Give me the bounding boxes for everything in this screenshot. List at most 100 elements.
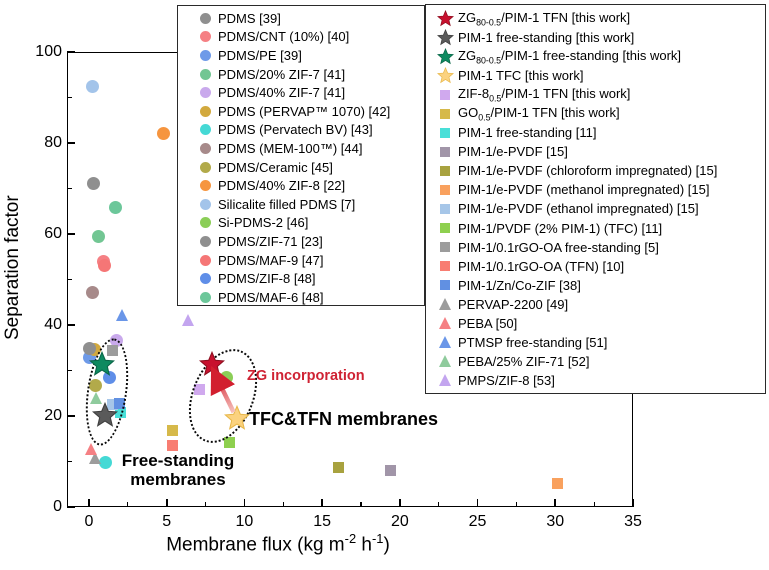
triangle-marker-icon	[432, 298, 458, 311]
circle-marker-icon	[192, 161, 218, 173]
legend-item: PIM-1 TFC [this work]	[426, 66, 765, 85]
legend-item-label: PDMS/PE [39]	[218, 47, 302, 63]
legend-item: PDMS/PE [39]	[178, 46, 424, 65]
legend-item: PDMS/MAF-6 [48]	[178, 288, 424, 307]
y-minor-tick	[67, 369, 72, 372]
y-major-tick	[67, 415, 75, 417]
y-major-tick	[67, 233, 75, 235]
legend-item-label: ZIF-80.5/PIM-1 TFN [this work]	[458, 85, 631, 104]
data-point	[98, 259, 112, 273]
data-point	[82, 341, 96, 355]
x-minor-tick	[282, 502, 284, 507]
legend-item-label: PIM-1/0.1rGO-OA (TFN) [10]	[458, 258, 625, 274]
legend-item: ZIF-80.5/PIM-1 TFN [this work]	[426, 85, 765, 104]
circle-marker-icon	[192, 105, 218, 117]
legend-item-label: PDMS/ZIF-71 [23]	[218, 233, 323, 249]
triangle-marker-icon	[432, 317, 458, 330]
data-point	[116, 308, 129, 321]
x-tick-label: 0	[84, 513, 94, 530]
legend-item-label: GO0.5/PIM-1 TFN [this work]	[458, 104, 620, 123]
circle-marker-icon	[192, 142, 218, 154]
legend-item: PIM-1/PVDF (2% PIM-1) (TFC) [11]	[426, 219, 765, 238]
legend-item: PDMS/40% ZIF-8 [22]	[178, 176, 424, 195]
data-point	[85, 285, 99, 299]
square-marker-icon	[432, 165, 458, 176]
legend-item-label: PIM-1/e-PVDF [15]	[458, 144, 568, 160]
x-tick-label: 20	[390, 513, 409, 530]
legend-item: PIM-1/e-PVDF (chloroform impregnated) [1…	[426, 161, 765, 180]
legend-item-label: PDMS [39]	[218, 10, 281, 26]
legend-item: PIM-1/e-PVDF (methanol impregnated) [15]	[426, 180, 765, 199]
legend-item-label: PDMS/Ceramic [45]	[218, 159, 333, 175]
data-point	[167, 439, 179, 451]
data-point	[156, 127, 170, 141]
legend-item: PEBA [50]	[426, 314, 765, 333]
legend-item-label: PDMS/MAF-6 [48]	[218, 289, 324, 305]
legend-item-label: PIM-1/e-PVDF (ethanol impregnated) [15]	[458, 201, 699, 217]
star-marker-icon	[432, 28, 458, 46]
x-tick-label: 25	[468, 513, 487, 530]
circle-marker-icon	[192, 31, 218, 43]
x-minor-tick	[515, 502, 518, 507]
circle-marker-icon	[192, 180, 218, 192]
legend-item-label: PEBA [50]	[458, 315, 518, 331]
data-point	[89, 392, 102, 405]
legend-item-label: PDMS/40% ZIF-8 [22]	[218, 178, 346, 194]
annotation-zg-incorporation: ZG incorporation	[247, 368, 365, 384]
legend-item: PDMS/ZIF-8 [48]	[178, 269, 424, 288]
data-point	[92, 230, 106, 244]
data-point	[552, 478, 564, 490]
triangle-marker-icon	[432, 336, 458, 349]
legend-item: PIM-1 free-standing [11]	[426, 123, 765, 142]
x-major-tick	[476, 499, 479, 507]
legend-item: Si-PDMS-2 [46]	[178, 214, 424, 233]
y-major-tick	[67, 506, 75, 508]
star-marker-icon	[432, 67, 458, 84]
legend-item: Silicalite filled PDMS [7]	[178, 195, 424, 214]
x-minor-tick	[204, 502, 207, 507]
legend-item-label: PMPS/ZIF-8 [53]	[458, 372, 555, 388]
circle-marker-icon	[192, 87, 218, 99]
legend-item: PDMS/CNT (10%) [40]	[178, 28, 424, 47]
data-point	[110, 333, 124, 347]
legend-item: PIM-1 free-standing [this work]	[426, 28, 765, 47]
legend-item-label: PEBA/25% ZIF-71 [52]	[458, 353, 590, 369]
x-tick-label: 5	[162, 513, 172, 530]
x-tick-label: 10	[235, 513, 254, 530]
legend-item-label: PIM-1 free-standing [this work]	[458, 30, 635, 46]
square-marker-icon	[432, 89, 458, 100]
data-point	[182, 314, 195, 327]
data-point	[107, 345, 119, 357]
y-minor-tick	[67, 187, 72, 190]
circle-marker-icon	[192, 198, 218, 210]
legend-item-label: Si-PDMS-2 [46]	[218, 215, 309, 231]
circle-marker-icon	[192, 12, 218, 24]
x-major-tick	[243, 499, 246, 507]
legend-item: PDMS/20% ZIF-7 [41]	[178, 65, 424, 84]
circle-marker-icon	[192, 235, 218, 247]
x-minor-tick	[127, 502, 129, 507]
legend-item-label: PIM-1/Zn/Co-ZIF [38]	[458, 277, 581, 293]
legend-item-label: ZG80-0.5/PIM-1 TFN [this work]	[458, 9, 631, 28]
legend-item-label: PDMS/CNT (10%) [40]	[218, 29, 350, 45]
x-major-tick	[632, 499, 634, 507]
y-minor-tick	[67, 96, 72, 99]
legend-item-label: PDMS (PERVAP™ 1070) [42]	[218, 103, 391, 119]
star-marker-icon	[432, 9, 458, 27]
legend-item: PDMS (MEM-100™) [44]	[178, 139, 424, 158]
circle-marker-icon	[192, 217, 218, 229]
legend-item: PIM-1/0.1rGO-OA (TFN) [10]	[426, 257, 765, 276]
x-tick-label: 35	[624, 513, 642, 530]
y-tick-label: 100	[35, 43, 62, 60]
y-tick-label: 80	[44, 134, 62, 151]
y-tick-label: 20	[44, 407, 62, 424]
circle-marker-icon	[192, 254, 218, 266]
circle-marker-icon	[192, 291, 218, 303]
data-point	[102, 371, 116, 385]
legend-item-label: PERVAP-2200 [49]	[458, 296, 569, 312]
legend-item: PIM-1/0.1rGO-OA free-standing [5]	[426, 238, 765, 257]
legend-item-label: PDMS/20% ZIF-7 [41]	[218, 66, 346, 82]
legend-item: ZG80-0.5/PIM-1 TFN [this work]	[426, 9, 765, 28]
legend-item: PDMS/Ceramic [45]	[178, 158, 424, 177]
